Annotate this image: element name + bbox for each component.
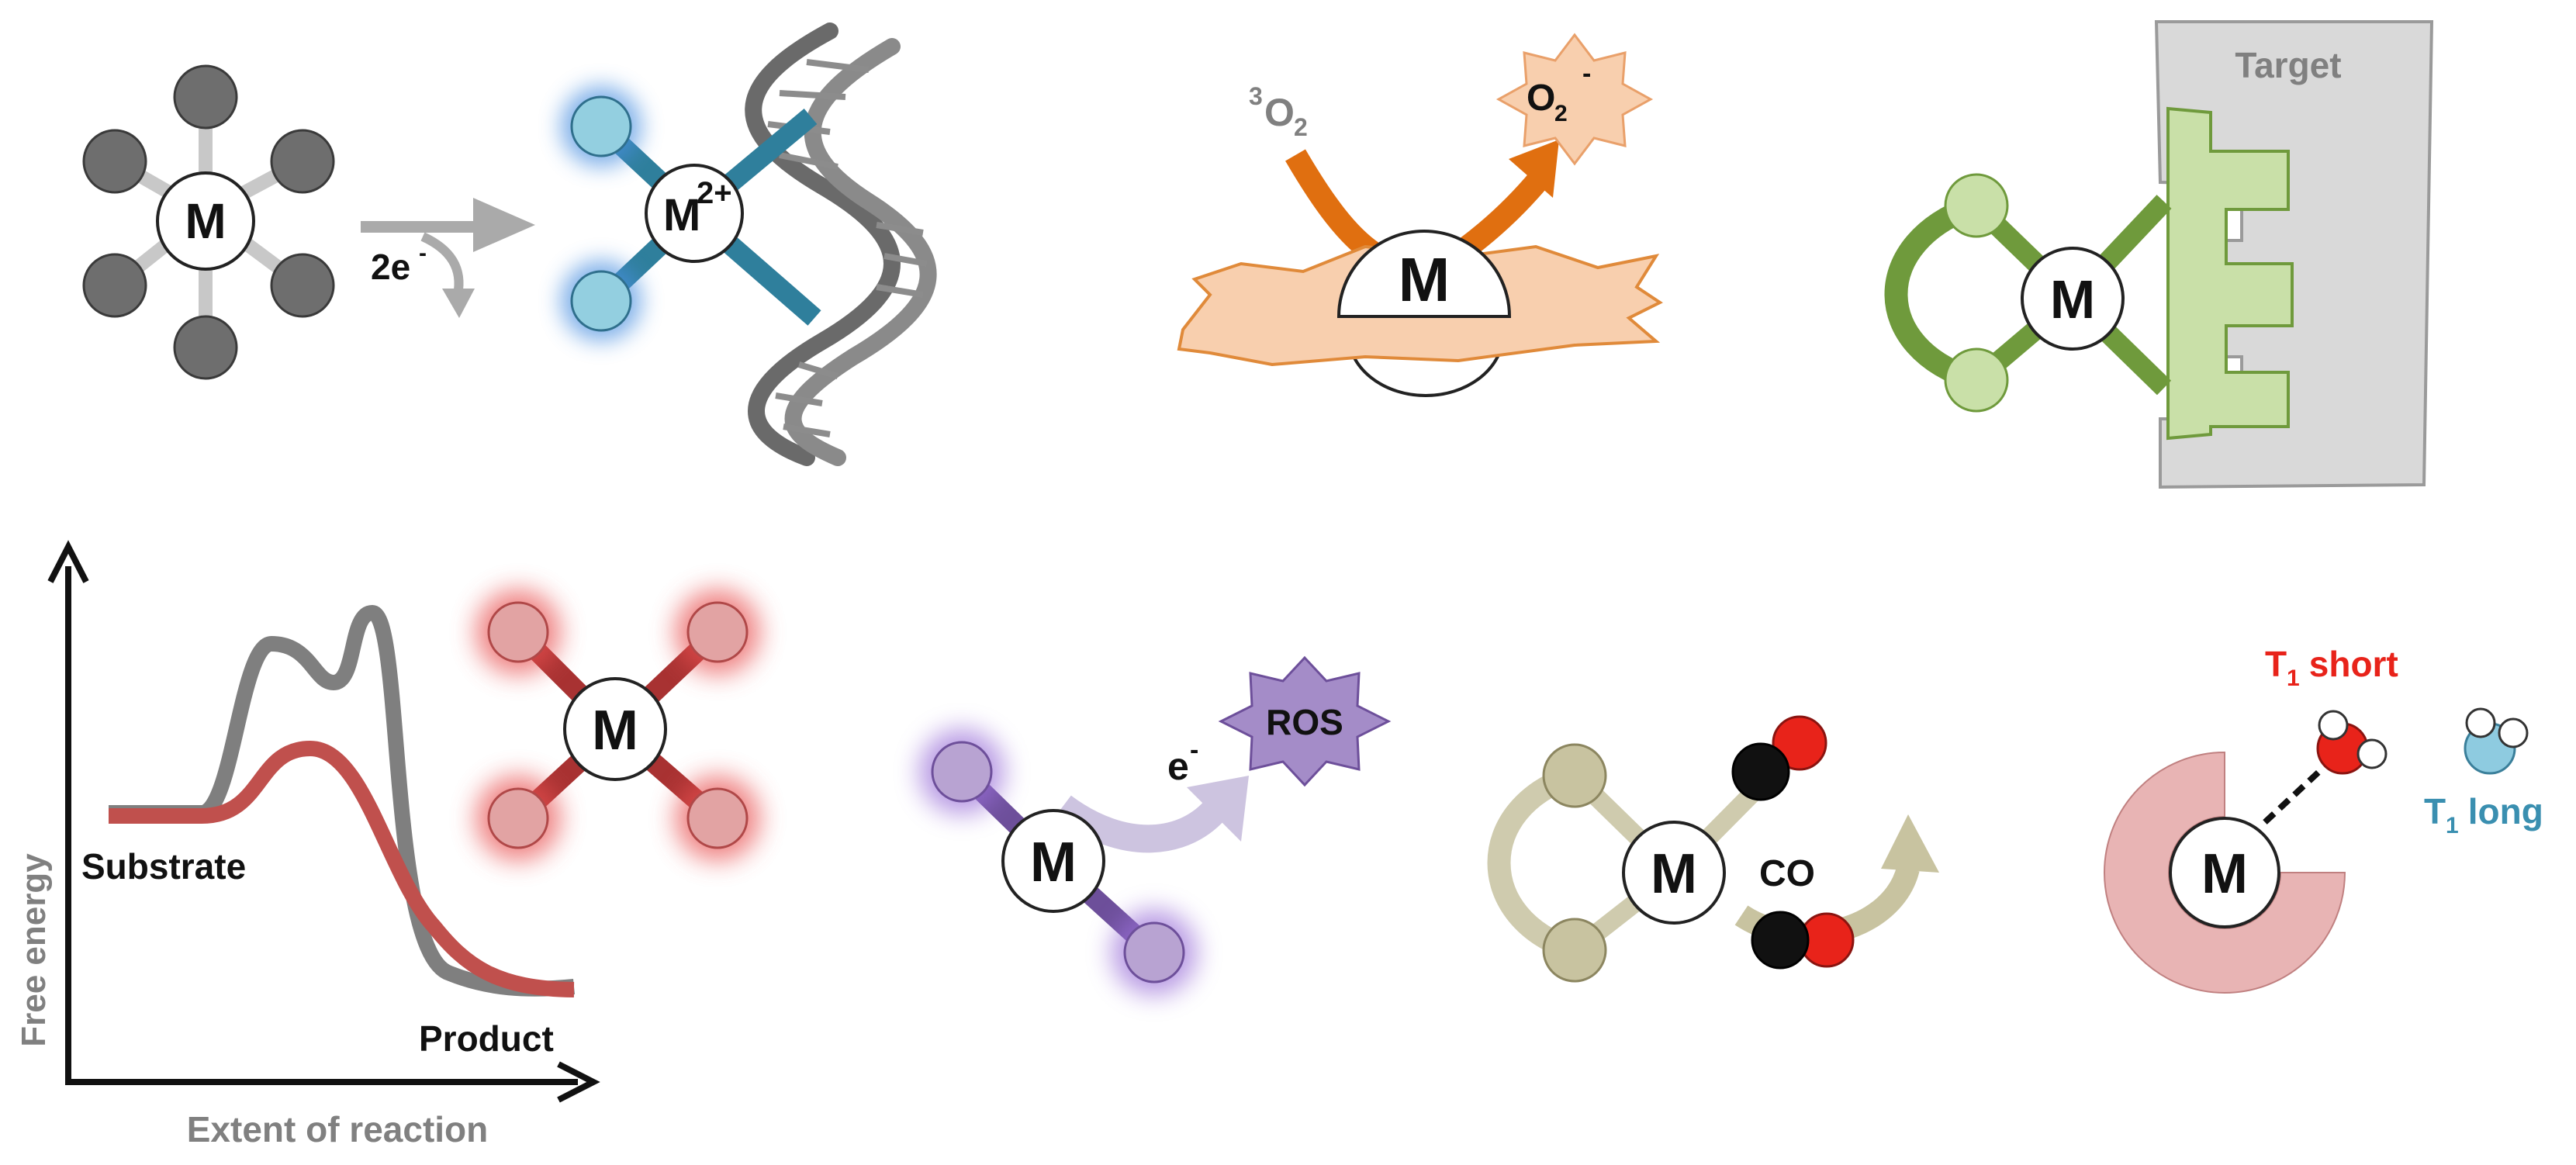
panel-ros: M e - ROS	[919, 655, 1392, 995]
product-label: Product	[419, 1018, 554, 1059]
free-water-h1	[2465, 707, 2496, 738]
catalyst-ligands	[487, 601, 749, 849]
t1-long-suffix: long	[2458, 791, 2543, 831]
superoxide-star	[1495, 33, 1654, 166]
oxygen-sup: 3	[1249, 82, 1263, 110]
co-release-arrowhead	[1881, 814, 1939, 873]
panel-targeting: Target M	[1884, 20, 2434, 489]
bound-co-oxygen	[1772, 715, 1827, 771]
panel-photosensitizer: 3 O 2 O 2 - M	[1177, 33, 1663, 397]
oxygen-label: O	[1264, 91, 1295, 134]
superoxide-sub: 2	[1554, 101, 1568, 126]
electron-transfer-arrowhead	[1187, 776, 1249, 842]
electron-curve-arrow	[420, 232, 464, 296]
bound-co-carbon	[1731, 742, 1790, 801]
mri-metal-label: M	[2201, 843, 2248, 905]
targeting-metal	[2021, 247, 2125, 351]
panel-reduction: M 2e -	[82, 22, 937, 466]
panel-co-release: M CO	[1487, 715, 1939, 983]
t1-long-label: T	[2424, 791, 2446, 831]
t1-long-sub: 1	[2446, 813, 2459, 838]
free-water-h2	[2498, 717, 2529, 748]
oxidized-metal-label: M	[663, 190, 700, 240]
co-label: CO	[1759, 853, 1815, 894]
metal-center-oxidized	[645, 164, 744, 263]
y-axis-label: Free energy	[15, 853, 53, 1047]
substrate-label: Substrate	[81, 846, 246, 887]
t1-short-label: T	[2265, 644, 2287, 684]
target-label: Target	[2235, 45, 2341, 85]
x-axis-arrowhead	[557, 1061, 600, 1103]
photosensitizer-metal-label: M	[1399, 245, 1451, 314]
targeting-ligands	[1944, 173, 2009, 413]
electron-charge: -	[1190, 735, 1198, 765]
t1-short-suffix: short	[2299, 644, 2398, 684]
electrons-charge: -	[419, 240, 427, 266]
chelate-arc	[1884, 194, 1980, 392]
electron-arrowhead	[442, 289, 475, 318]
catalyst-metal	[563, 677, 667, 781]
blue-ligands	[570, 95, 632, 332]
ros-metal-label: M	[1030, 831, 1077, 894]
water-coordination	[2263, 766, 2325, 824]
catalyst-metal-label: M	[592, 700, 638, 762]
ros-metal	[1001, 809, 1105, 913]
uncatalyzed-curve	[109, 604, 575, 997]
superoxide-charge: -	[1582, 59, 1591, 88]
co-metal-label: M	[1651, 843, 1697, 905]
electrons-label: 2e	[371, 247, 410, 287]
metal-center	[156, 171, 255, 271]
metal-upper-half	[1336, 230, 1512, 318]
x-axis-label: Extent of reaction	[187, 1109, 489, 1149]
panel-catalysis: Free energy Extent of reaction Substrate…	[15, 540, 760, 1149]
ros-star	[1218, 655, 1392, 787]
catalyzed-curve	[109, 740, 575, 997]
co-chelate-arc	[1487, 764, 1578, 962]
bound-water-h2	[2356, 738, 2388, 769]
superoxide-label: O	[1527, 78, 1555, 119]
reduction-arrow	[361, 198, 535, 252]
oxidized-metal-charge: 2+	[697, 176, 732, 210]
electron-label: e	[1167, 745, 1189, 788]
target-binder	[2166, 106, 2294, 441]
oxygen-sub: 2	[1294, 113, 1308, 141]
oxygen-arrowhead	[1509, 140, 1559, 198]
free-co-carbon	[1751, 911, 1810, 970]
t1-short-sub: 1	[2287, 665, 2300, 691]
y-axis-arrowhead	[47, 540, 89, 583]
dna-rungs	[767, 59, 928, 437]
octahedral-ligands	[82, 64, 335, 380]
ros-ligands	[931, 741, 1185, 984]
panel-mri: M T 1 short T 1 long	[2104, 644, 2543, 994]
co-ligands	[1542, 743, 1607, 983]
ros-label: ROS	[1266, 702, 1343, 742]
co-metal	[1622, 821, 1726, 925]
bound-water-h1	[2318, 710, 2349, 741]
mri-metal	[2169, 817, 2280, 928]
targeting-metal-label: M	[2050, 269, 2095, 330]
metal-label: M	[185, 193, 226, 249]
